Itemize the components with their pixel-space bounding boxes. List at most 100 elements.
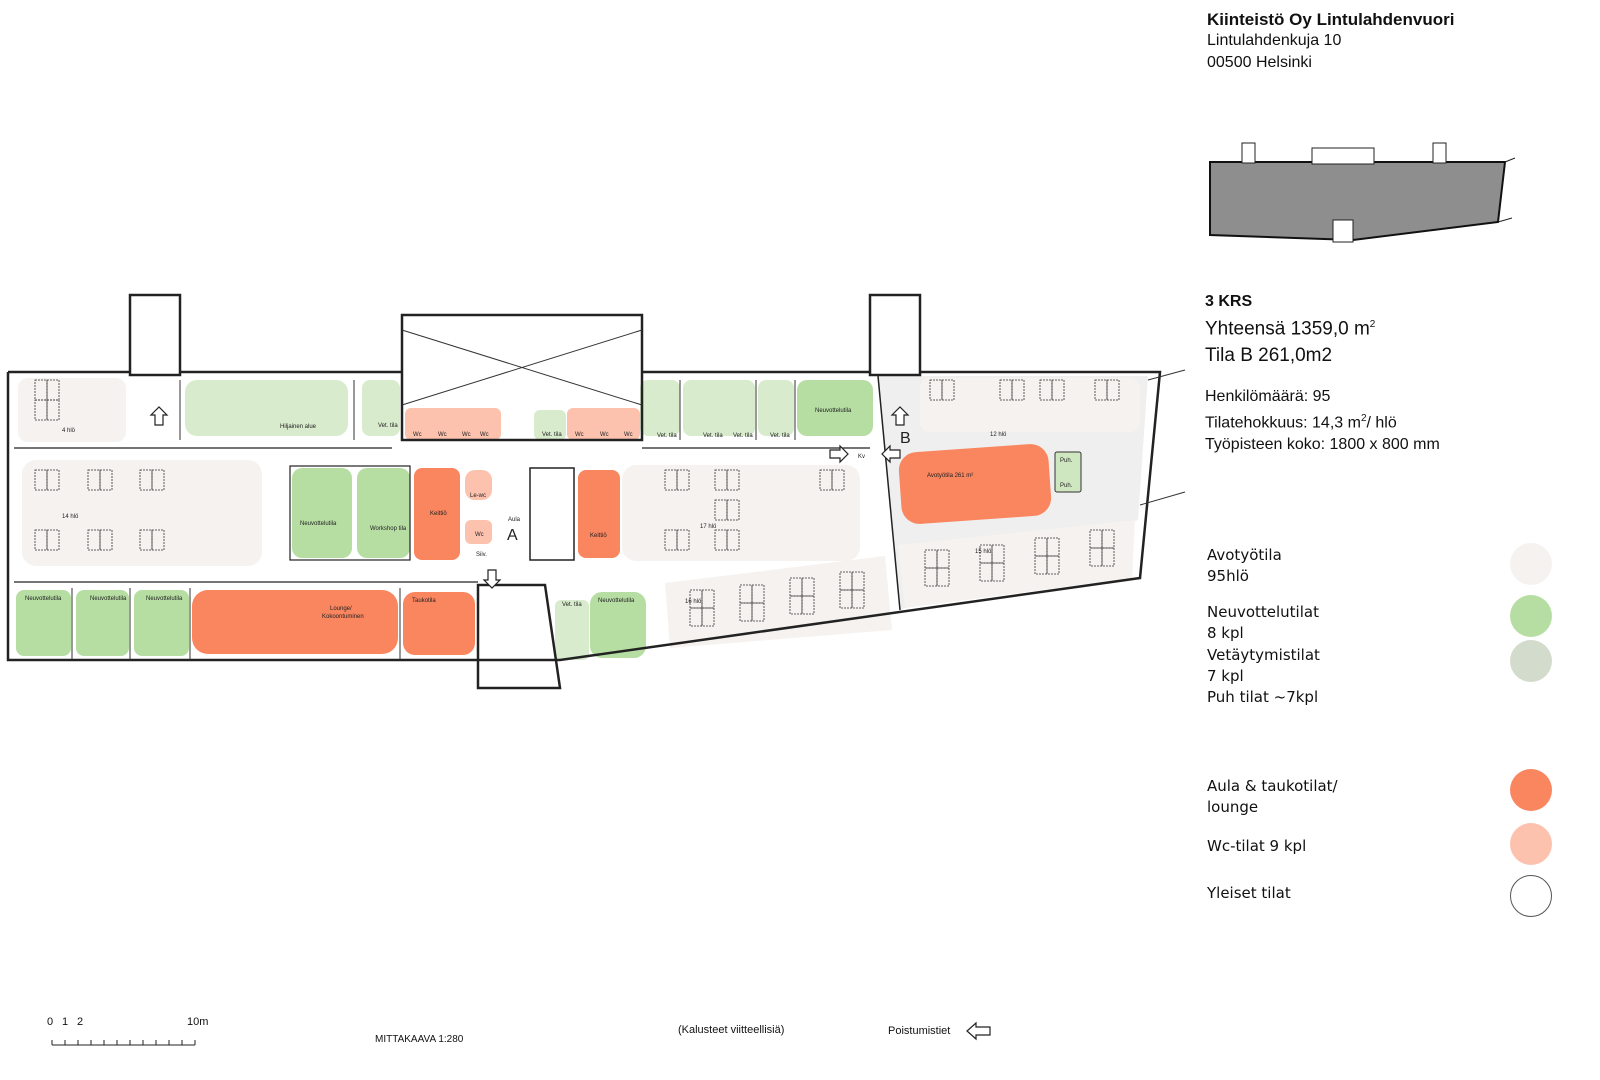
zone-break	[403, 592, 475, 655]
zone-retreat	[640, 380, 680, 436]
desk	[701, 607, 715, 627]
zone-meeting	[292, 468, 352, 558]
property-header: Kiinteistö Oy Lintulahdenvuori Lintulahd…	[1207, 10, 1587, 74]
legend-label: 8 kpl	[1207, 624, 1244, 642]
floor-summary: 3 KRS Yhteensä 1359,0 m2 Tila B 261,0m2	[1205, 293, 1375, 369]
zone-open-office	[898, 520, 1135, 608]
legend-swatch	[1510, 823, 1552, 865]
desk	[151, 469, 165, 491]
zone-meeting	[134, 590, 189, 656]
exits-legend-label: Poistumistiet	[888, 1025, 951, 1037]
plan-label: Taukotila	[412, 598, 436, 604]
desk	[99, 469, 113, 491]
legend-label: Puh tilat ~7kpl	[1207, 688, 1319, 706]
plan-label-a: A	[507, 527, 518, 544]
plan-label: Wc	[575, 432, 584, 438]
scale-text: MITTAKAAVA 1:280	[375, 1034, 464, 1045]
legend-swatch	[1510, 769, 1552, 811]
plan-label: Wc	[600, 432, 609, 438]
desk	[726, 469, 740, 491]
desk	[151, 529, 165, 551]
plan-label: Vet. tila	[378, 423, 398, 429]
legend-item-wc: Wc-tilat 9 kpl	[1207, 823, 1552, 865]
zone-wc	[567, 408, 640, 440]
legend-label: 95hlö	[1207, 567, 1249, 585]
plan-label: Kv	[858, 454, 865, 460]
legend-item-meeting: Neuvottelutilat 8 kpl	[1207, 595, 1552, 644]
plan-label: 16 hlö	[685, 599, 702, 605]
plan-label: Neuvottelutila	[90, 596, 127, 602]
desk	[1046, 555, 1060, 575]
zone-meeting	[76, 590, 129, 656]
zone-open-office	[22, 460, 262, 566]
desk	[46, 529, 60, 551]
zone-meeting	[357, 468, 410, 558]
zone-wc	[405, 408, 501, 440]
legend-label: Avotyötila	[1207, 546, 1282, 564]
desk	[831, 469, 845, 491]
plan-label: Neuvottelutila	[25, 596, 62, 602]
zone-kitchen	[414, 468, 460, 560]
plan-label: 17 hlö	[700, 524, 717, 530]
exit-arrow-icon	[149, 406, 169, 426]
zone-wc	[465, 520, 492, 544]
scale-bar	[51, 1040, 196, 1046]
plan-label: Vet. tila	[657, 433, 677, 439]
desk	[1101, 547, 1115, 567]
plan-label: Neuvottelutila	[146, 596, 183, 602]
zone-meeting	[590, 592, 646, 658]
plan-label: Neuvottelutila	[598, 598, 635, 604]
exit-arrow-icon	[829, 444, 849, 464]
plan-label: Wc	[624, 432, 633, 438]
plan-label: 4 hlö	[62, 428, 76, 434]
zone-retreat	[758, 380, 794, 436]
zone-open-office	[18, 378, 126, 442]
legend-item-general: Yleiset tilat	[1207, 875, 1552, 917]
plan-label: Wc	[480, 432, 489, 438]
legend-label: Neuvottelutilat	[1207, 603, 1319, 621]
desk	[99, 529, 113, 551]
key-plan-thumbnail	[1209, 142, 1516, 243]
zone-retreat	[534, 410, 566, 440]
plan-label: Vet. tila	[703, 433, 723, 439]
plan-label: Wc	[462, 432, 471, 438]
desk	[1051, 379, 1065, 401]
plan-label: Le-wc	[470, 493, 486, 499]
desk	[46, 399, 60, 421]
plan-label: Aula	[508, 517, 521, 523]
people-count: Henkilömäärä: 95	[1205, 388, 1331, 405]
plan-label: Lounge/	[330, 606, 352, 612]
plan-label: Keittiö	[430, 511, 447, 517]
sup: 2	[1360, 413, 1367, 424]
zone-puh	[1054, 451, 1082, 493]
zone-open-office	[920, 378, 1140, 432]
desk	[46, 469, 60, 491]
desk	[726, 529, 740, 551]
floor-total: Yhteensä 1359,0 m2	[1205, 311, 1375, 342]
plan-label: Puh.	[1060, 483, 1073, 489]
plan-label-b: B	[900, 430, 911, 447]
zone-open-261	[898, 444, 1052, 524]
plan-label: 14 hlö	[62, 514, 79, 520]
legend-swatch	[1510, 640, 1552, 682]
structure-lines	[71, 329, 1186, 660]
desk	[751, 602, 765, 622]
furniture-note: (Kalusteet viitteellisiä)	[678, 1024, 785, 1036]
scale-tick-2: 2	[77, 1016, 84, 1028]
scale-tick-1: 1	[62, 1016, 69, 1028]
plan-label: Vet. tila	[770, 433, 790, 439]
zone-meeting	[797, 380, 873, 436]
legend-label: 7 kpl	[1207, 667, 1244, 685]
desk	[676, 529, 690, 551]
desk-size: Työpisteen koko: 1800 x 800 mm	[1205, 436, 1440, 454]
desk	[726, 499, 740, 521]
zone-open-office	[665, 556, 892, 648]
zone-layer	[16, 376, 1148, 660]
desk	[801, 595, 815, 615]
plan-label: Wc	[438, 432, 447, 438]
desk	[941, 379, 955, 401]
plan-label: Kokoontuminen	[322, 614, 364, 620]
floor-stats: Henkilömäärä: 95 Tilatehokkuus: 14,3 m2/…	[1205, 386, 1440, 456]
desk	[1106, 379, 1120, 401]
